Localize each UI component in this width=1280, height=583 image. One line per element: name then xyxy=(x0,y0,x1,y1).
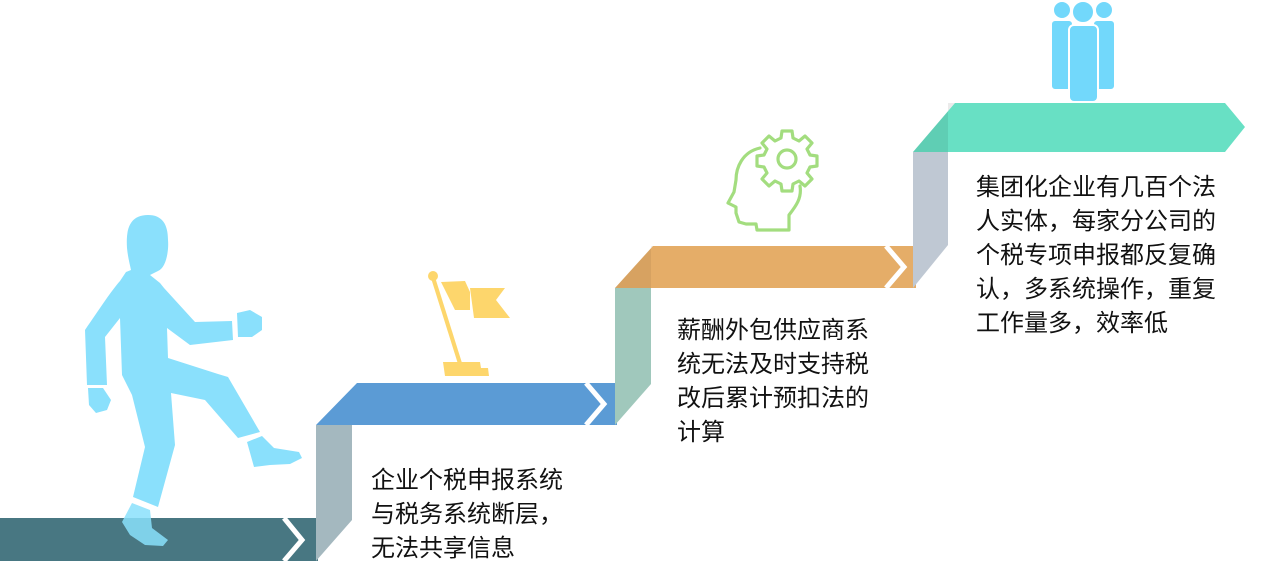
description-line: 企业个税申报系统 xyxy=(371,466,563,494)
step-band-3 xyxy=(615,244,916,290)
step-band-4 xyxy=(913,103,1245,152)
step-riser-3 xyxy=(913,152,948,288)
description-line: 与税务系统断层， xyxy=(371,500,563,528)
step-riser-2 xyxy=(615,288,651,425)
description-line: 集团化企业有几百个法 xyxy=(976,173,1216,201)
description-line: 个税专项申报都反复确 xyxy=(976,241,1216,269)
people-group-icon xyxy=(1050,0,1116,103)
description-line: 无法共享信息 xyxy=(371,534,515,562)
step-4-description: 集团化企业有几百个法 人实体，每家分公司的 个税专项申报都反复确 认，多系统操作… xyxy=(976,170,1216,340)
walking-person-icon xyxy=(85,215,302,546)
description-line: 计算 xyxy=(677,418,725,446)
step-2-description: 企业个税申报系统 与税务系统断层， 无法共享信息 xyxy=(371,463,563,565)
description-line: 人实体，每家分公司的 xyxy=(976,207,1216,235)
step-riser-1 xyxy=(316,425,352,561)
flag-icon xyxy=(428,271,510,376)
chevron-right-icon xyxy=(584,381,608,427)
description-line: 薪酬外包供应商系 xyxy=(677,316,869,344)
step-3-description: 薪酬外包供应商系 统无法及时支持税 改后累计预扣法的 计算 xyxy=(677,313,869,449)
description-line: 改后累计预扣法的 xyxy=(677,384,869,412)
description-line: 认，多系统操作，重复 xyxy=(976,275,1216,303)
chevron-right-icon xyxy=(282,516,306,563)
gear-head-icon xyxy=(726,129,819,232)
description-line: 工作量多，效率低 xyxy=(976,309,1168,337)
step-band-2 xyxy=(316,381,617,427)
chevron-right-icon xyxy=(884,244,908,290)
description-line: 统无法及时支持税 xyxy=(677,350,869,378)
